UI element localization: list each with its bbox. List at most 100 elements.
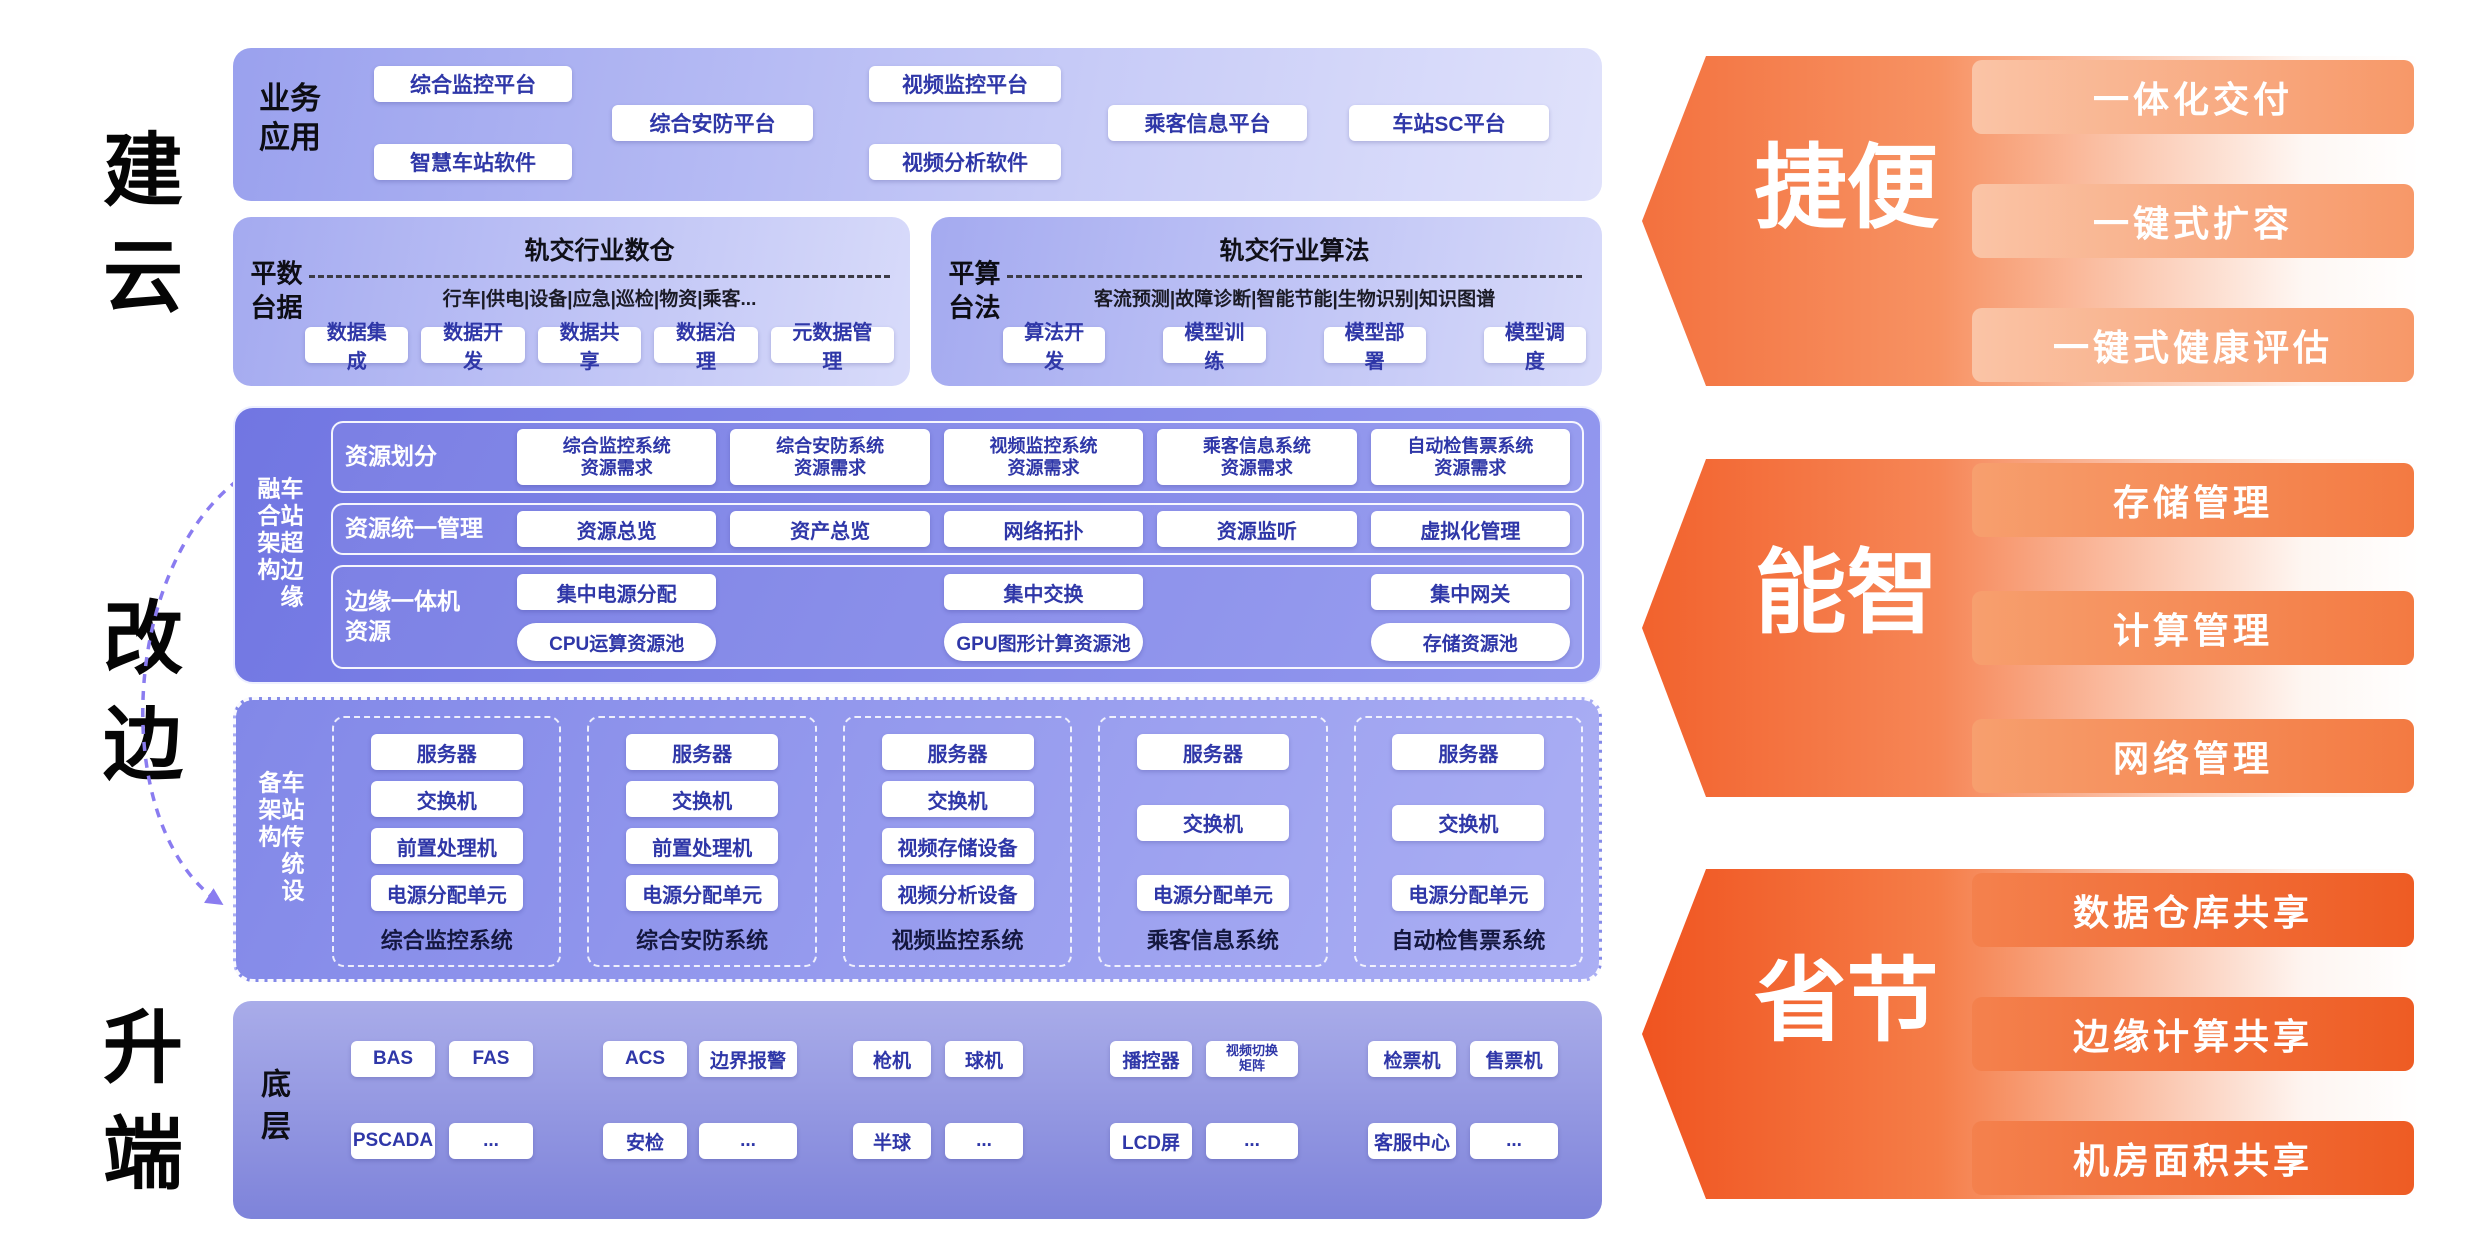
benefit-group-saving: 节省 数据仓库共享 边缘计算共享 机房面积共享 bbox=[1642, 869, 2420, 1199]
edge-appliance-row: 边缘一体机 资源 集中电源分配 集中交换 集中网关 CPU运算资源池 GPU图形… bbox=[331, 565, 1584, 669]
base-device-box: ... bbox=[1206, 1123, 1298, 1159]
legacy-column-caption: 自动检售票系统 bbox=[1391, 928, 1546, 953]
platform-box: 乘客信息平台 bbox=[1108, 105, 1307, 141]
module-box: 数据开发 bbox=[421, 322, 525, 373]
legacy-column-boxes: 服务器 交换机 电源分配单元 bbox=[1392, 734, 1545, 911]
benefit-bars: 一体化交付 一键式扩容 一键式健康评估 bbox=[1972, 60, 2414, 382]
module-box: 模型训练 bbox=[1163, 322, 1266, 373]
device-box: 服务器 bbox=[626, 734, 779, 770]
benefit-item: 机房面积共享 bbox=[1972, 1121, 2414, 1195]
benefit-title-intelligent: 智能 bbox=[1741, 543, 1935, 658]
device-box: 服务器 bbox=[1136, 734, 1289, 770]
data-platform-title: 轨交行业数仓 bbox=[524, 237, 675, 265]
base-device-box: 半球 bbox=[853, 1123, 931, 1159]
resource-pool-pill: CPU运算资源池 bbox=[517, 623, 717, 661]
benefit-item: 边缘计算共享 bbox=[1972, 997, 2414, 1071]
legacy-column: 服务器 交换机 视频存储设备 视频分析设备 视频监控系统 bbox=[842, 716, 1073, 967]
base-device-box: ... bbox=[1470, 1123, 1558, 1159]
management-box: 网络拓扑 bbox=[943, 511, 1144, 547]
business-apps-section: 业务 应用 综合监控平台 视频监控平台 综合安防平台 乘客信息平台 车站SC平台… bbox=[233, 48, 1602, 201]
data-platform-subtitle: 行车|供电|设备|应急|巡检|物资|乘客... bbox=[442, 289, 757, 310]
benefit-item: 数据仓库共享 bbox=[1972, 873, 2414, 947]
module-box: 数据治理 bbox=[654, 322, 758, 373]
device-box: 电源分配单元 bbox=[370, 875, 523, 911]
label-upgrade-terminal: 升端 bbox=[92, 1005, 181, 1217]
management-box: 资产总览 bbox=[730, 511, 930, 547]
device-box: 交换机 bbox=[1136, 804, 1289, 841]
device-box: 服务器 bbox=[881, 734, 1034, 770]
management-box: 资源总览 bbox=[517, 511, 717, 547]
base-device-box: BAS bbox=[351, 1041, 435, 1077]
edge-appliance-items: 集中电源分配 集中交换 集中网关 CPU运算资源池 GPU图形计算资源池 存储资… bbox=[517, 573, 1570, 661]
legacy-column-caption: 综合监控系统 bbox=[380, 928, 513, 953]
edge-fusion-rows: 资源划分 综合监控系统 资源需求 综合安防系统 资源需求 视频监控系统 资源需求… bbox=[331, 421, 1584, 669]
resource-management-items: 资源总览 资产总览 网络拓扑 资源监听 虚拟化管理 bbox=[517, 511, 1571, 547]
business-apps-label: 业务 应用 bbox=[259, 81, 321, 155]
resource-management-row: 资源统一管理 资源总览 资产总览 网络拓扑 资源监听 虚拟化管理 bbox=[331, 503, 1584, 555]
platform-box: 车站SC平台 bbox=[1349, 105, 1549, 141]
edge-transform-arrow bbox=[141, 478, 240, 906]
legacy-column-boxes: 服务器 交换机 前置处理机 电源分配单元 bbox=[626, 734, 779, 911]
edge-fusion-section: 车站超边缘融合架构 资源划分 综合监控系统 资源需求 综合安防系统 资源需求 视… bbox=[233, 406, 1602, 684]
edge-function-box: 集中网关 bbox=[1370, 574, 1570, 610]
resource-pool-pill: GPU图形计算资源池 bbox=[943, 623, 1144, 661]
data-platform-section: 数据平台 轨交行业数仓 行车|供电|设备|应急|巡检|物资|乘客... 数据集成… bbox=[233, 217, 910, 386]
device-box: 视频存储设备 bbox=[881, 828, 1034, 864]
base-layer-section: 底层 BAS FAS ACS 边界报警 枪机 球机 播控器 视频切换 矩阵 检票… bbox=[233, 1001, 1602, 1219]
base-device-box: 客服中心 bbox=[1368, 1123, 1456, 1159]
base-device-box: PSCADA bbox=[351, 1123, 435, 1159]
benefit-item: 一键式健康评估 bbox=[1972, 308, 2414, 382]
algorithm-platform-modules: 算法开发 模型训练 模型部署 模型调度 bbox=[1003, 322, 1586, 373]
device-box: 前置处理机 bbox=[626, 828, 779, 864]
benefit-bars: 存储管理 计算管理 网络管理 bbox=[1972, 463, 2414, 793]
platform-box: 视频监控平台 bbox=[869, 66, 1061, 102]
legacy-column-boxes: 服务器 交换机 电源分配单元 bbox=[1136, 734, 1289, 911]
module-box: 元数据管理 bbox=[770, 322, 894, 373]
benefit-item: 网络管理 bbox=[1972, 719, 2414, 793]
device-box: 前置处理机 bbox=[370, 828, 523, 864]
base-device-box: 安检 bbox=[603, 1123, 687, 1159]
platform-box: 视频分析软件 bbox=[869, 144, 1061, 180]
management-box: 虚拟化管理 bbox=[1370, 511, 1571, 547]
resource-demand-box: 综合监控系统 资源需求 bbox=[517, 429, 717, 485]
benefit-group-convenient: 便捷 一体化交付 一键式扩容 一键式健康评估 bbox=[1642, 56, 2420, 386]
benefit-bars: 数据仓库共享 边缘计算共享 机房面积共享 bbox=[1972, 873, 2414, 1195]
resource-pool-pill: 存储资源池 bbox=[1370, 623, 1570, 661]
resource-management-label: 资源统一管理 bbox=[345, 515, 483, 542]
legacy-architecture-label: 车站传统设备架构 bbox=[255, 769, 304, 905]
dashed-divider bbox=[1007, 275, 1582, 278]
data-platform-modules: 数据集成 数据开发 数据共享 数据治理 元数据管理 bbox=[305, 322, 894, 373]
base-device-box: ... bbox=[945, 1123, 1023, 1159]
label-transform-edge: 改边 bbox=[92, 596, 181, 808]
device-box: 电源分配单元 bbox=[626, 875, 779, 911]
legacy-column-boxes: 服务器 交换机 前置处理机 电源分配单元 bbox=[370, 734, 523, 911]
base-device-box: 视频切换 矩阵 bbox=[1206, 1041, 1298, 1077]
benefit-item: 一体化交付 bbox=[1972, 60, 2414, 134]
base-device-box: 播控器 bbox=[1110, 1041, 1192, 1077]
device-box: 交换机 bbox=[626, 781, 779, 817]
legacy-column: 服务器 交换机 电源分配单元 自动检售票系统 bbox=[1353, 716, 1584, 967]
management-box: 资源监听 bbox=[1157, 511, 1357, 547]
label-build-cloud: 建云 bbox=[92, 128, 181, 340]
base-device-box: FAS bbox=[449, 1041, 533, 1077]
algorithm-platform-content: 轨交行业算法 客流预测|故障诊断|智能节能|生物识别|知识图谱 算法开发 模型训… bbox=[1003, 231, 1586, 374]
edge-function-box: 集中交换 bbox=[943, 574, 1144, 610]
resource-demand-box: 自动检售票系统 资源需求 bbox=[1370, 429, 1571, 485]
data-platform-content: 轨交行业数仓 行车|供电|设备|应急|巡检|物资|乘客... 数据集成 数据开发… bbox=[305, 231, 894, 374]
base-device-box: ACS bbox=[603, 1041, 687, 1077]
algorithm-platform-title: 轨交行业算法 bbox=[1219, 237, 1370, 265]
legacy-column-boxes: 服务器 交换机 视频存储设备 视频分析设备 bbox=[881, 734, 1034, 911]
edge-fusion-label: 车站超边缘融合架构 bbox=[254, 476, 303, 612]
benefit-group-intelligent: 智能 存储管理 计算管理 网络管理 bbox=[1642, 459, 2420, 797]
legacy-column: 服务器 交换机 前置处理机 电源分配单元 综合监控系统 bbox=[332, 716, 562, 967]
benefit-item: 一键式扩容 bbox=[1972, 184, 2414, 258]
base-device-box: 售票机 bbox=[1470, 1041, 1558, 1077]
benefit-title-convenient: 便捷 bbox=[1741, 138, 1935, 253]
legacy-column-caption: 综合安防系统 bbox=[636, 928, 769, 953]
base-device-box: 检票机 bbox=[1368, 1041, 1456, 1077]
base-layer-label: 底层 bbox=[256, 1068, 289, 1152]
algorithm-platform-label: 算法平台 bbox=[945, 259, 1001, 328]
device-box: 服务器 bbox=[1392, 734, 1545, 770]
legacy-column: 服务器 交换机 前置处理机 电源分配单元 综合安防系统 bbox=[587, 716, 817, 967]
module-box: 模型调度 bbox=[1483, 322, 1586, 373]
